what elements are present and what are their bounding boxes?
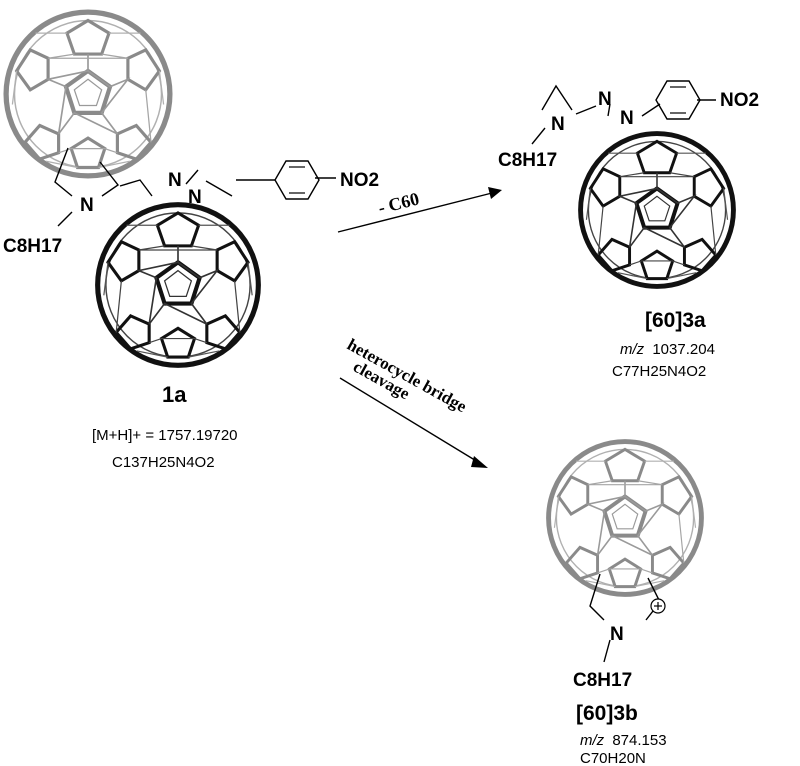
mz-line-3b: m/z 874.153 (580, 732, 667, 749)
condition-loss-c60: - C60 (376, 188, 421, 217)
circled-plus-icon (650, 598, 666, 614)
compound-label-3a: [60]3a (645, 309, 706, 332)
compound-1a: N N N NO2 C8H17 1a [M+H]+ = 1757.19720 C… (3, 12, 379, 471)
ammonium-nitrogen-3b: N (610, 624, 624, 645)
mz-prefix-3a: m/z (620, 341, 645, 358)
octyl-chain-3b: C8H17 (573, 670, 632, 691)
pyrazoline-n-right-3a: N (620, 108, 634, 129)
mz-value-3b: 874.153 (612, 732, 666, 749)
compound-3a: N N N NO2 C8H17 [60]3a m/z 1037.204 C77H… (498, 80, 759, 380)
reaction-arrow-top: - C60 (337, 187, 502, 233)
formula-3a: C77H25N4O2 (612, 363, 706, 380)
pyrrolidine-ring-1a (54, 147, 336, 227)
pyrazoline-n-left-3a: N (598, 89, 612, 110)
compound-label-3b: [60]3b (576, 702, 638, 725)
pyrazoline-n-left-1a: N (168, 170, 182, 191)
pyrazoline-n-right-1a: N (188, 187, 202, 208)
black-fullerene-cage-1a (98, 205, 259, 366)
octyl-chain-3a: C8H17 (498, 150, 557, 171)
aziridine-nitrogen-3a: N (551, 114, 565, 135)
mz-prefix-3b: m/z (580, 732, 605, 749)
formula-1a: C137H25N4O2 (112, 454, 215, 471)
grey-fullerene-cage-3b (549, 442, 702, 595)
black-fullerene-cage-3a (581, 134, 734, 287)
nitrophenyl-ring-1a (274, 160, 320, 200)
formula-3b: C70H20N (580, 750, 646, 766)
grey-fullerene-cage-1a (6, 12, 170, 176)
nitro-group-3a: NO2 (720, 90, 759, 111)
mz-value-3a: 1037.204 (652, 341, 715, 358)
compound-3b: N C8H17 [60]3b m/z 874.153 C70H20N (549, 442, 702, 766)
compound-label-1a: 1a (162, 382, 187, 407)
octyl-chain-1a: C8H17 (3, 236, 62, 257)
nitro-group-1a: NO2 (340, 170, 379, 191)
mass-line-1a: [M+H]+ = 1757.19720 (92, 427, 238, 444)
mz-line-3a: m/z 1037.204 (620, 341, 715, 358)
amine-nitrogen-1a: N (80, 195, 94, 216)
reaction-arrow-bottom: heterocycle bridge cleavage (339, 335, 488, 468)
nitrophenyl-ring-3a (655, 80, 701, 120)
